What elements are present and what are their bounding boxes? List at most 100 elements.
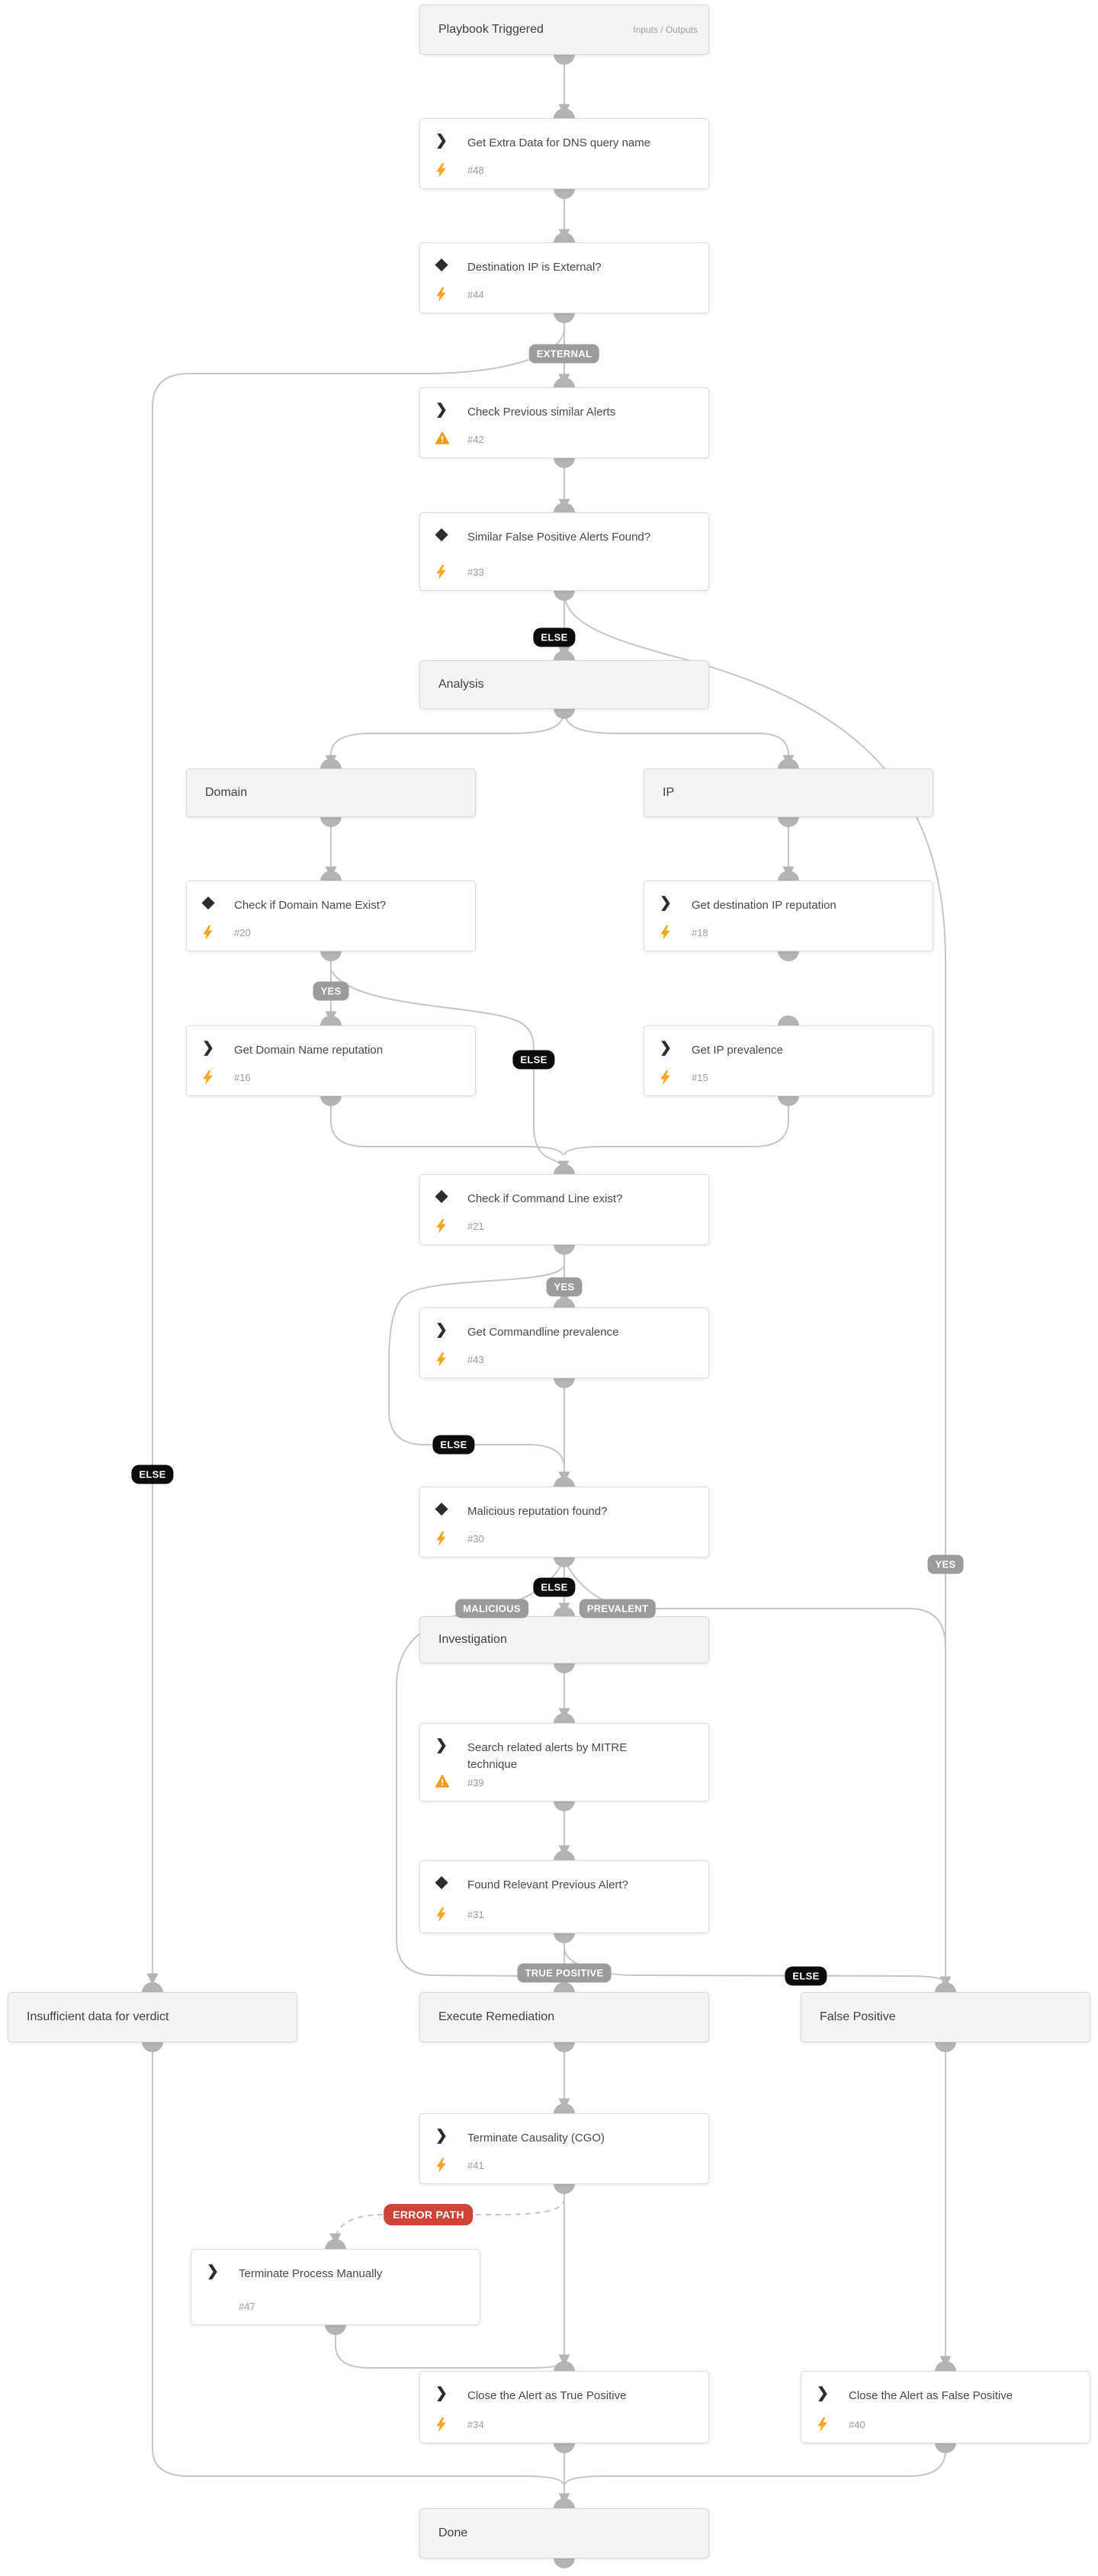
node-execute-remediation[interactable]: Execute Remediation xyxy=(419,1992,709,2042)
node-investigation[interactable]: Investigation xyxy=(419,1616,709,1663)
node-get-destination-ip-reputation[interactable]: ❯ Get destination IP reputation #18 xyxy=(644,881,933,951)
node-check-command-line-exist[interactable]: ◆ Check if Command Line exist? #21 xyxy=(419,1174,709,1245)
lightning-icon xyxy=(435,1352,449,1368)
lightning-icon xyxy=(435,287,449,303)
node-done[interactable]: Done xyxy=(419,2508,709,2558)
task-title: Destination IP is External? xyxy=(467,261,602,274)
node-get-commandline-prevalence[interactable]: ❯ Get Commandline prevalence #43 xyxy=(419,1307,709,1378)
node-check-domain-name-exist[interactable]: ◆Check if Domain Name Exist?#20 xyxy=(186,881,476,951)
branch-label-yes-right-rail: YES xyxy=(927,1554,964,1574)
task-chevron-icon: ❯ xyxy=(435,402,448,418)
task-number: #47 xyxy=(239,2301,255,2312)
node-destination-ip-external[interactable]: ◆Destination IP is External?#44 xyxy=(419,242,709,313)
lightning-icon xyxy=(660,925,673,941)
node-insufficient-data-for-verdict[interactable]: Insufficient data for verdict xyxy=(8,1992,297,2042)
task-title: Terminate Causality (CGO) xyxy=(467,2132,605,2145)
node-found-relevant-previous-alert[interactable]: ◆Found Relevant Previous Alert?#31 xyxy=(419,1860,709,1933)
node-get-domain-name-reputation[interactable]: ❯ Get Domain Name reputation #16 xyxy=(186,1025,476,1096)
node-terminate-process-manually[interactable]: ❯Terminate Process Manually#47 xyxy=(191,2249,480,2325)
task-number: #18 xyxy=(692,927,708,938)
task-title: Check if Domain Name Exist? xyxy=(234,899,387,912)
node-get-extra-data-dns[interactable]: ❯Get Extra Data for DNS query name#48 xyxy=(419,118,709,189)
section-title: Domain xyxy=(205,786,248,799)
branch-label-error-path: ERROR PATH xyxy=(384,2204,474,2225)
lightning-icon xyxy=(435,1531,449,1547)
branch-label-else-left-rail: ELSE xyxy=(131,1464,174,1484)
lightning-icon xyxy=(435,1907,449,1923)
task-chevron-icon: ❯ xyxy=(435,2128,448,2144)
task-title: Close the Alert as True Positive xyxy=(467,2389,627,2402)
task-number: #21 xyxy=(467,1221,484,1232)
lightning-icon xyxy=(202,925,216,941)
task-chevron-icon: ❯ xyxy=(817,2385,829,2401)
warning-icon xyxy=(435,431,449,448)
branch-label-malicious: MALICIOUS xyxy=(455,1599,528,1618)
node-terminate-causality-cgo[interactable]: ❯Terminate Causality (CGO)#41 xyxy=(419,2113,709,2184)
node-check-previous-similar-alerts[interactable]: ❯Check Previous similar Alerts#42 xyxy=(419,387,709,458)
task-title: Check if Command Line exist? xyxy=(467,1192,623,1205)
task-chevron-icon: ❯ xyxy=(435,1322,448,1338)
task-number: #40 xyxy=(849,2419,865,2430)
section-title: IP xyxy=(663,786,675,799)
branch-label-true-positive: TRUE POSITIVE xyxy=(517,1963,612,1983)
task-chevron-icon: ❯ xyxy=(435,1737,448,1753)
condition-diamond-icon: ◆ xyxy=(435,1187,448,1205)
node-similar-fp-alerts-found[interactable]: ◆Similar False Positive Alerts Found?#33 xyxy=(419,512,709,591)
node-get-ip-prevalence[interactable]: ❯ Get IP prevalence #15 xyxy=(644,1025,933,1096)
branch-label-else-verdict: ELSE xyxy=(785,1966,827,1986)
task-title: Get destination IP reputation xyxy=(692,899,836,912)
task-title: Get Extra Data for DNS query name xyxy=(467,136,651,149)
task-title: Get Domain Name reputation xyxy=(234,1044,384,1057)
branch-label-external: EXTERNAL xyxy=(528,344,600,364)
branch-label-prevalent: PREVALENT xyxy=(579,1599,657,1618)
task-title: Get IP prevalence xyxy=(692,1044,783,1057)
lightning-icon xyxy=(202,1070,216,1086)
node-domain[interactable]: Domain xyxy=(186,768,476,817)
node-close-alert-false-positive[interactable]: ❯ Close the Alert as False Positive #40 xyxy=(801,2371,1090,2443)
task-chevron-icon: ❯ xyxy=(660,895,672,911)
node-search-related-alerts-mitre[interactable]: ❯ Search related alerts by MITRE techniqu… xyxy=(419,1723,709,1801)
condition-diamond-icon: ◆ xyxy=(435,255,448,273)
inputs-outputs-link[interactable]: Inputs / Outputs xyxy=(633,24,698,35)
task-number: #43 xyxy=(467,1354,484,1365)
lightning-icon xyxy=(435,2417,449,2433)
node-malicious-reputation-found[interactable]: ◆Malicious reputation found?#30 xyxy=(419,1487,709,1557)
section-title: Execute Remediation xyxy=(438,2010,555,2023)
task-number: #48 xyxy=(467,165,484,176)
section-title: Analysis xyxy=(438,678,484,691)
task-number: #16 xyxy=(234,1072,251,1083)
node-analysis[interactable]: Analysis xyxy=(419,660,709,709)
task-chevron-icon: ❯ xyxy=(207,2263,219,2279)
task-chevron-icon: ❯ xyxy=(660,1040,672,1056)
task-title: Close the Alert as False Positive xyxy=(849,2389,1013,2402)
node-connectors xyxy=(142,54,956,2568)
branch-label-else-center: ELSE xyxy=(533,1577,576,1597)
task-title: Found Relevant Previous Alert? xyxy=(467,1878,628,1891)
section-title: False Positive xyxy=(820,2010,896,2023)
condition-diamond-icon: ◆ xyxy=(435,1500,448,1517)
node-ip[interactable]: IP xyxy=(644,768,933,817)
lightning-icon xyxy=(435,564,449,580)
condition-diamond-icon: ◆ xyxy=(435,525,448,543)
branch-label-else-cmdline: ELSE xyxy=(432,1435,475,1455)
node-close-alert-true-positive[interactable]: ❯Close the Alert as True Positive#34 xyxy=(419,2371,709,2443)
task-chevron-icon: ❯ xyxy=(202,1040,214,1056)
branch-label-yes-domain: YES xyxy=(313,981,349,1001)
lightning-icon xyxy=(817,2417,830,2433)
warning-icon xyxy=(435,1775,449,1791)
task-title: Search related alerts by MITRE technique xyxy=(467,1741,628,1771)
task-title: Get Commandline prevalence xyxy=(467,1326,619,1339)
branch-label-yes-cmdline: YES xyxy=(546,1277,583,1297)
task-number: #30 xyxy=(467,1533,484,1545)
task-number: #15 xyxy=(692,1072,708,1083)
branch-label-else-domain: ELSE xyxy=(512,1050,555,1070)
condition-diamond-icon: ◆ xyxy=(202,893,215,911)
branch-label-else-top: ELSE xyxy=(533,627,576,647)
node-false-positive[interactable]: False Positive xyxy=(801,1992,1090,2042)
task-number: #34 xyxy=(467,2419,484,2430)
task-number: #42 xyxy=(467,434,484,445)
section-title: Insufficient data for verdict xyxy=(27,2010,169,2023)
